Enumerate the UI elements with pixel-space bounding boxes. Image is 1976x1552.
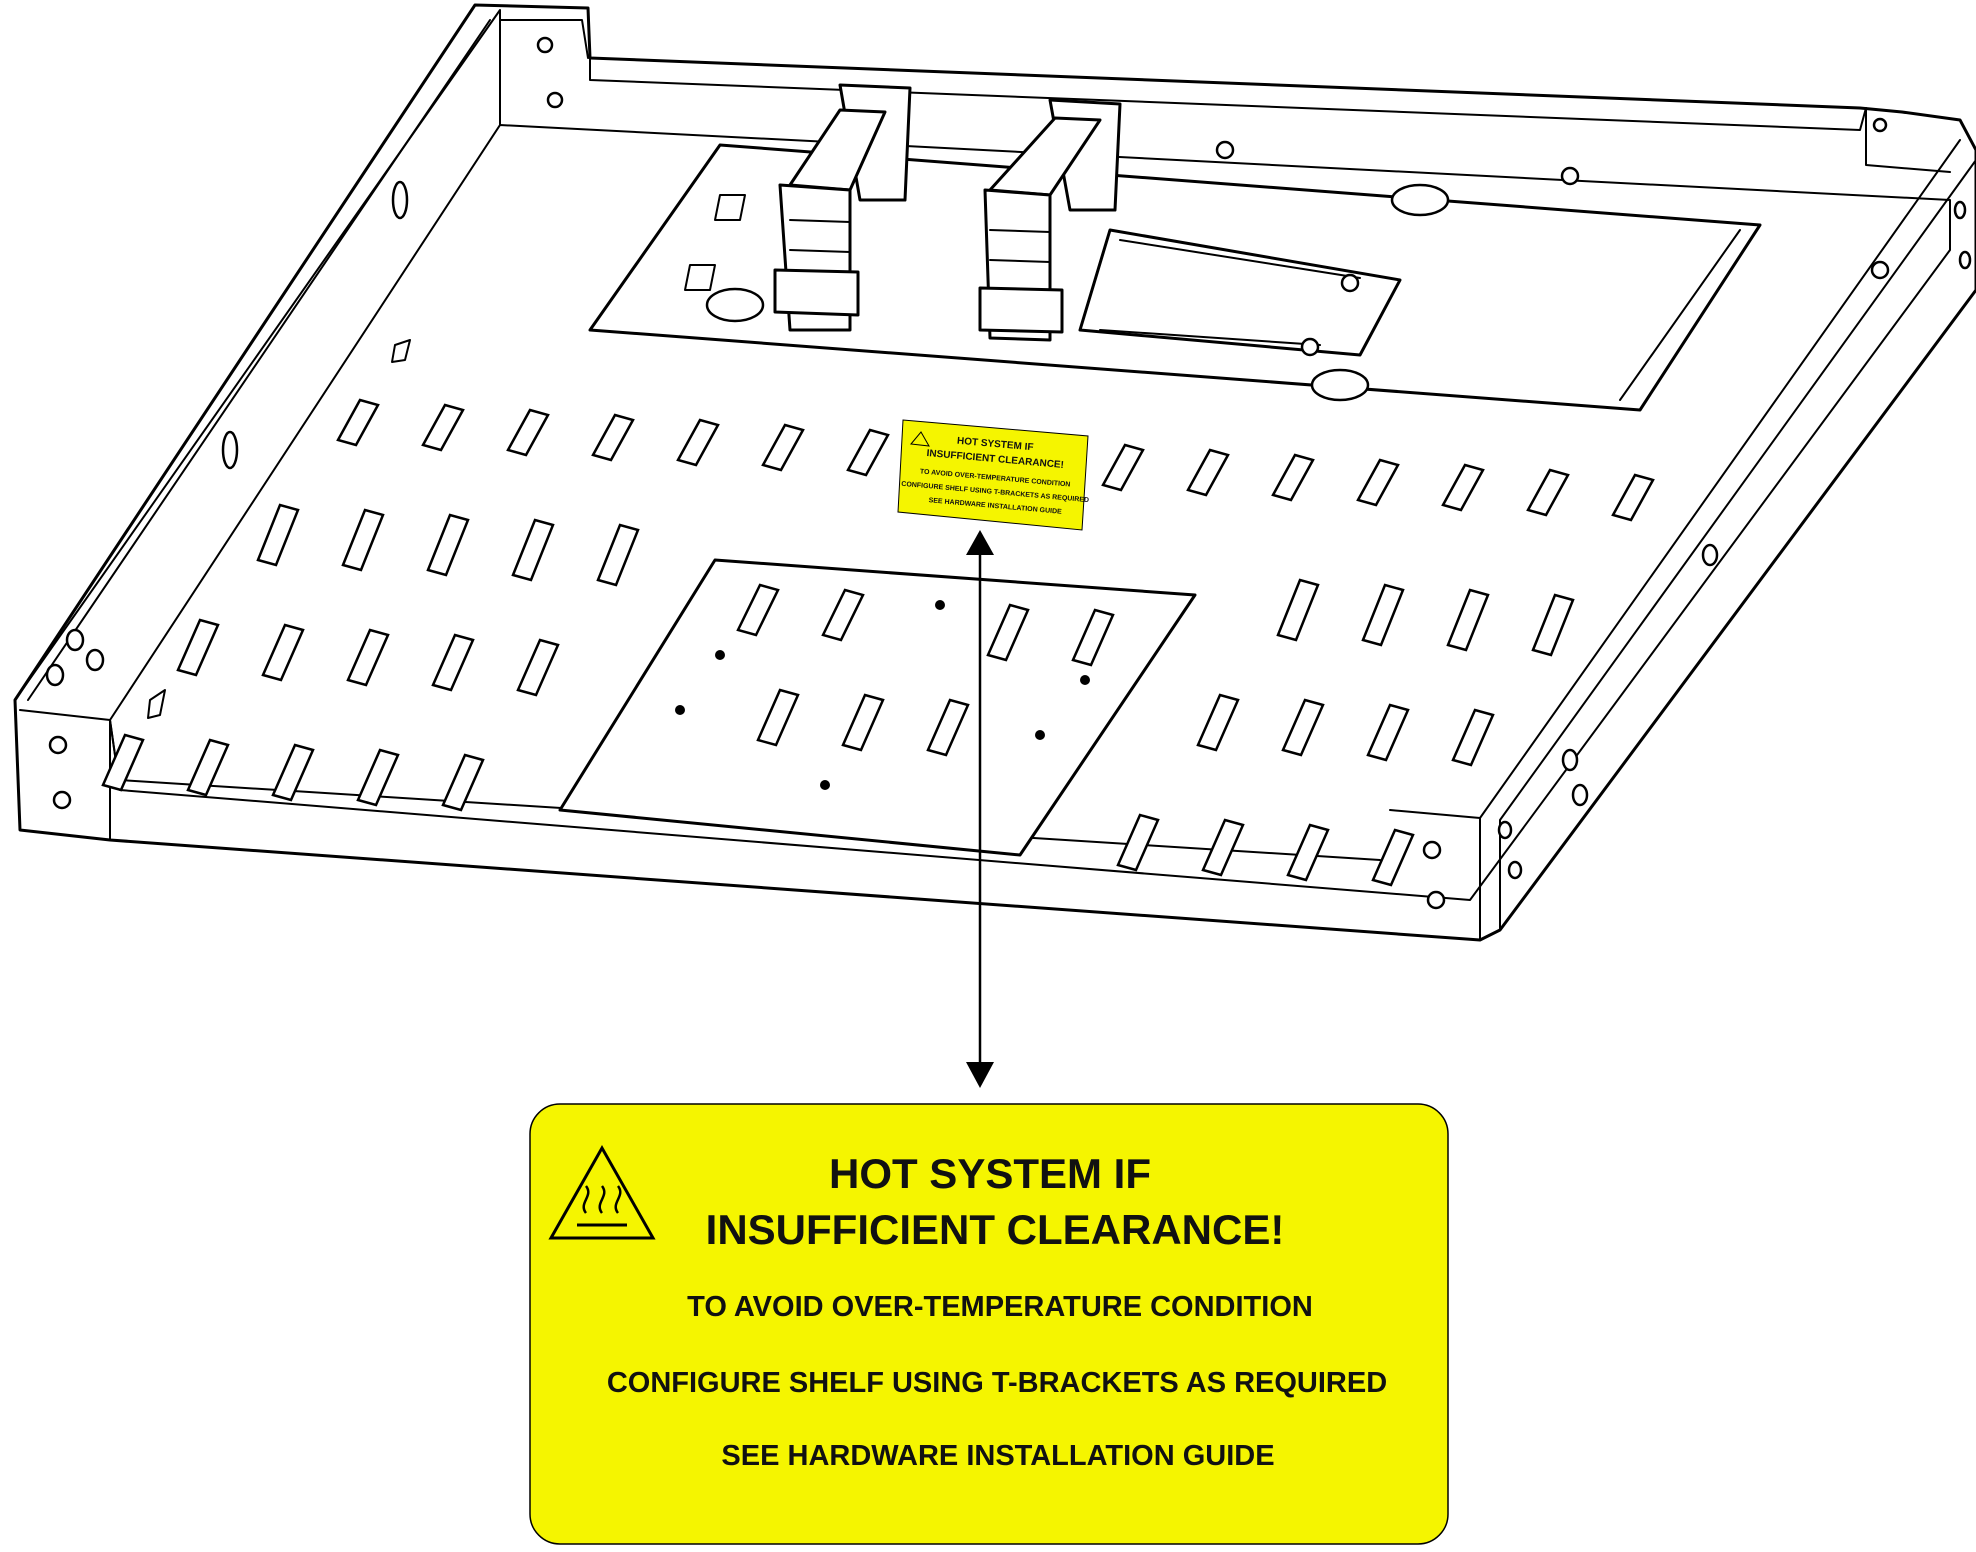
ventilation-slots [101,398,1655,887]
hot-surface-warning-icon [548,1144,656,1240]
t-bracket-right [978,98,1122,342]
small-warning-label: HOT SYSTEM IF INSUFFICIENT CLEARANCE! TO… [897,419,1089,531]
label-line-avoid: TO AVOID OVER-TEMPERATURE CONDITION [687,1291,1313,1323]
label-title-line1: HOT SYSTEM IF [829,1150,1151,1197]
label-line-configure: CONFIGURE SHELF USING T-BRACKETS AS REQU… [607,1367,1387,1399]
t-bracket-left [773,83,912,332]
label-title-line2: INSUFFICIENT CLEARANCE! [706,1206,1285,1253]
enlarged-warning-label: HOT SYSTEM IF INSUFFICIENT CLEARANCE! TO… [529,1103,1449,1545]
callout-arrow [966,530,994,1088]
chassis-tray [13,3,1976,942]
label-line-guide: SEE HARDWARE INSTALLATION GUIDE [721,1440,1274,1472]
